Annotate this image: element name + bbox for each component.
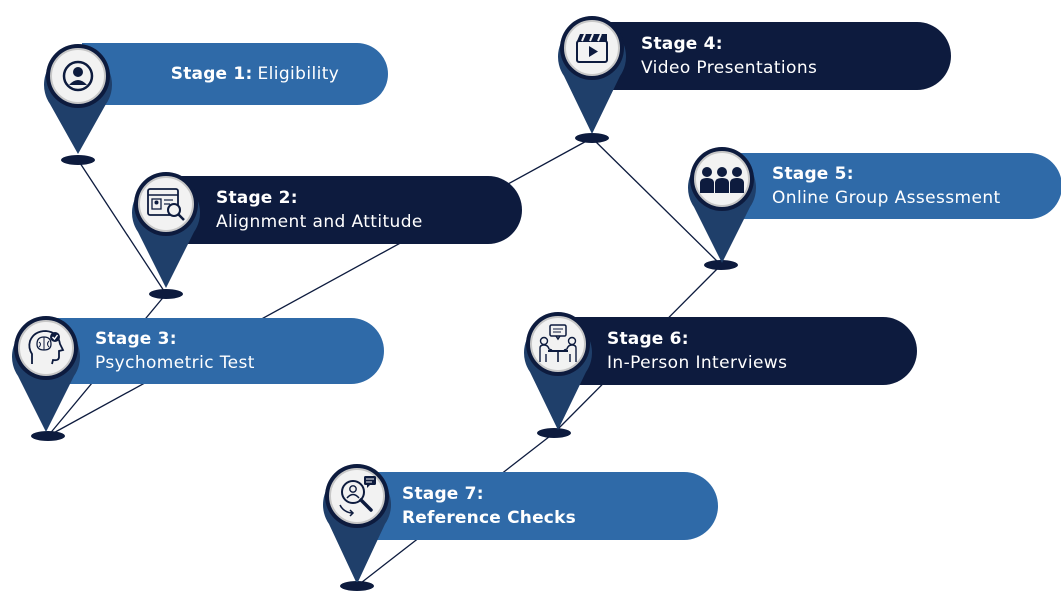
stage-6-number: Stage 6:: [607, 329, 689, 349]
stage-3-number: Stage 3:: [95, 329, 177, 349]
stage-7-banner: Stage 7: Reference Checks: [360, 472, 718, 540]
stage-1-banner: Stage 1: Eligibility: [82, 43, 388, 105]
interview-table-icon: [539, 324, 577, 362]
stage-3-title: Psychometric Test: [95, 353, 255, 373]
stage-4-title: Video Presentations: [641, 58, 818, 78]
stage-2-title: Alignment and Attitude: [216, 212, 423, 232]
reference-search-icon: [339, 476, 376, 517]
stage-5-number: Stage 5:: [772, 164, 854, 184]
stage-5-title: Online Group Assessment: [772, 188, 1001, 208]
stage-4-number: Stage 4:: [641, 34, 723, 54]
brain-head-icon: [28, 330, 65, 365]
stage-1-number: Stage 1:: [170, 64, 253, 84]
stage-6-title: In-Person Interviews: [607, 353, 788, 373]
stage-7-number: Stage 7:: [402, 484, 484, 504]
stage-5-banner: Stage 5: Online Group Assessment: [727, 153, 1061, 219]
stage-6-banner: Stage 6: In-Person Interviews: [563, 317, 917, 385]
stage-5-pin: [688, 147, 756, 263]
profile-search-icon: [147, 188, 185, 221]
stage-4-banner: Stage 4: Video Presentations: [597, 22, 951, 90]
stage-2-banner: Stage 2: Alignment and Attitude: [172, 176, 522, 244]
group-people-icon: [700, 167, 744, 193]
stage-3-banner: Stage 3: Psychometric Test: [50, 318, 384, 384]
stage-2-number: Stage 2:: [216, 188, 298, 208]
user-circle-icon: [62, 60, 94, 92]
video-clapper-icon: [576, 33, 608, 63]
stage-1-title: Eligibility: [257, 64, 340, 84]
stage-7-title: Reference Checks: [402, 508, 576, 528]
